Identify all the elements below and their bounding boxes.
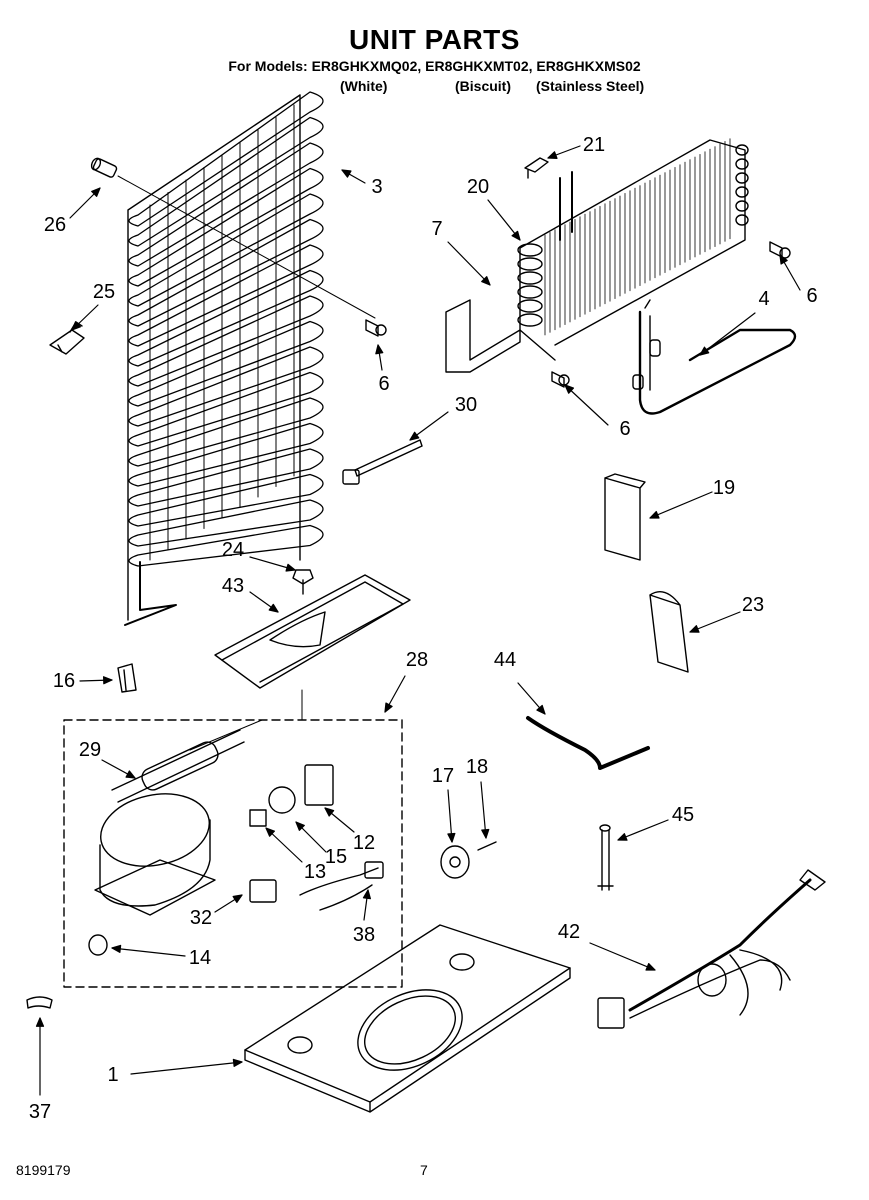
roller-17	[441, 842, 496, 878]
callout-13: 13	[303, 861, 327, 883]
callout-38: 38	[352, 924, 376, 946]
tube-44	[528, 718, 648, 768]
condenser-coil	[125, 92, 323, 625]
insulation-23	[650, 592, 688, 672]
callout-6-evap: 6	[806, 285, 818, 307]
variant-biscuit: (Biscuit)	[455, 78, 511, 94]
callout-6-coil: 6	[378, 373, 390, 395]
callout-19: 19	[712, 477, 736, 499]
screw-26	[90, 157, 375, 318]
compressor-kit-28	[64, 690, 402, 987]
callout-15: 15	[324, 846, 348, 868]
variant-stainless: (Stainless Steel)	[536, 78, 645, 94]
callout-37: 37	[28, 1101, 52, 1123]
screw-6-coil	[366, 320, 386, 336]
pin-45	[598, 825, 613, 890]
callout-17: 17	[431, 765, 455, 787]
callout-6-lower: 6	[619, 418, 631, 440]
callout-1: 1	[107, 1064, 119, 1086]
document-number: 8199179	[16, 1162, 71, 1178]
variant-white: (White)	[340, 78, 388, 94]
page-title: UNIT PARTS	[349, 24, 520, 55]
callout-42: 42	[557, 921, 581, 943]
callout-25: 25	[92, 281, 116, 303]
clip-16	[118, 664, 136, 692]
callout-21: 21	[582, 134, 606, 156]
models-line: For Models: ER8GHKXMQ02, ER8GHKXMT02, ER…	[228, 58, 641, 74]
heater-probe-30	[343, 440, 422, 484]
callout-28: 28	[405, 649, 429, 671]
callout-43: 43	[221, 575, 245, 597]
callout-44: 44	[493, 649, 517, 671]
callout-14: 14	[188, 947, 212, 969]
insulation-19	[605, 474, 645, 560]
evaporator-assembly	[446, 139, 795, 414]
wire-harness-42	[598, 870, 825, 1028]
callout-26: 26	[43, 214, 67, 236]
callout-4: 4	[758, 288, 770, 310]
callout-24: 24	[221, 539, 245, 561]
callout-45: 45	[671, 804, 695, 826]
callout-32: 32	[189, 907, 213, 929]
callout-12: 12	[352, 832, 376, 854]
callout-3: 3	[371, 176, 383, 198]
callout-16: 16	[52, 670, 76, 692]
page-number: 7	[420, 1162, 428, 1178]
callout-23: 23	[741, 594, 765, 616]
base-plate-1	[245, 925, 570, 1112]
bumper-37	[27, 997, 52, 1008]
callout-29: 29	[78, 739, 102, 761]
callout-18: 18	[465, 756, 489, 778]
drain-pan-43	[215, 570, 410, 688]
callout-30: 30	[454, 394, 478, 416]
callout-20: 20	[466, 176, 490, 198]
callout-7: 7	[431, 218, 443, 240]
